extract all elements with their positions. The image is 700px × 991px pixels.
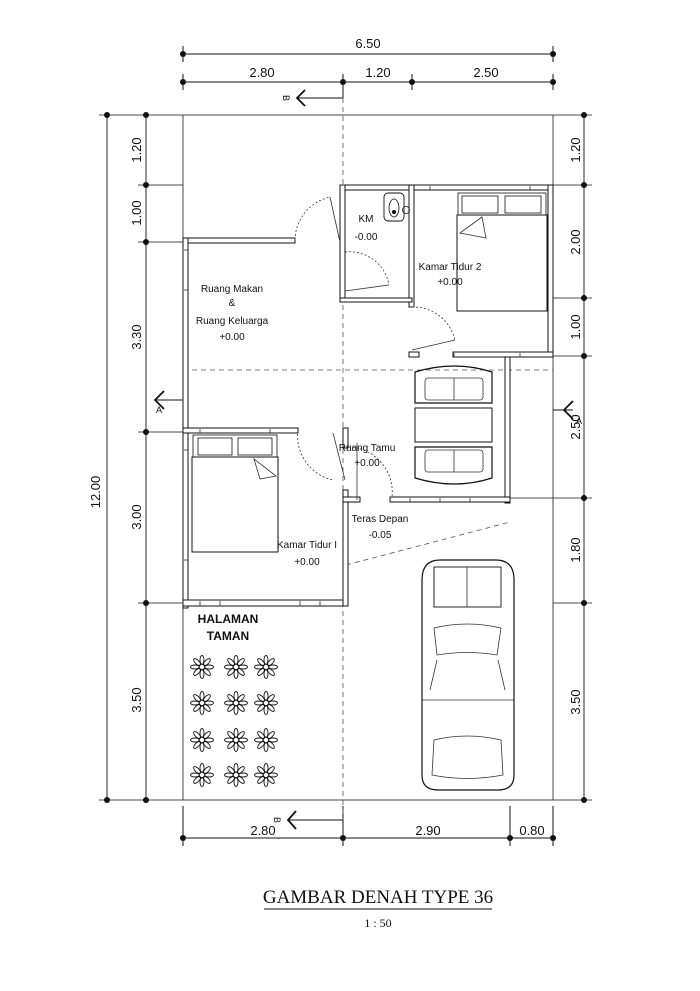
shrub-icon [224, 655, 248, 679]
right-dim-segment-1: 1.20 [568, 137, 583, 162]
section-a-label: A [156, 405, 162, 415]
top-dim-segment-2: 1.20 [365, 65, 390, 80]
bed-kamar-tidur-2 [456, 192, 548, 312]
right-dim-segment-5: 1.80 [568, 537, 583, 562]
section-mark-b-bottom: B [272, 810, 343, 830]
ruang-tamu-label: Ruang Tamu [339, 443, 396, 454]
kamar-tidur-1-level: +0.00 [294, 557, 320, 568]
garden-plants [190, 655, 278, 787]
building-walls [182, 184, 554, 609]
left-dim-segment-5: 3.50 [129, 687, 144, 712]
top-total-dimension: 6.50 [355, 36, 380, 51]
teras-depan-level: -0.05 [369, 530, 392, 541]
shrub-icon [190, 655, 214, 679]
shrub-icon [254, 655, 278, 679]
left-dim-segment-4: 3.00 [129, 504, 144, 529]
bottom-dimensions: 2.80 2.90 0.80 [180, 806, 556, 846]
km-level: -0.00 [355, 232, 378, 243]
ruang-makan-level: +0.00 [219, 332, 245, 343]
shrub-icon [224, 691, 248, 715]
shrub-icon [224, 763, 248, 787]
left-dim-segment-1: 1.20 [129, 137, 144, 162]
toilet-fixtures [383, 192, 410, 222]
shrub-icon [254, 728, 278, 752]
left-dim-segment-2: 1.00 [129, 200, 144, 225]
km-label: KM [359, 214, 374, 225]
taman-label: TAMAN [207, 629, 249, 643]
left-dimensions: 12.00 1.20 1.00 3.30 3.00 3.50 [88, 112, 183, 803]
shrub-icon [224, 728, 248, 752]
shrub-icon [254, 691, 278, 715]
section-mark-b-top: B [281, 89, 343, 107]
halaman-label: HALAMAN [198, 612, 259, 626]
living-room-furniture [414, 365, 493, 485]
section-mark-a-right: A [553, 400, 582, 426]
right-dim-segment-3: 1.00 [568, 314, 583, 339]
drawing-scale: 1 : 50 [364, 916, 391, 930]
section-a-label-right: A [576, 416, 582, 426]
section-mark-a-left: A [153, 390, 183, 415]
shrub-icon [254, 763, 278, 787]
teras-depan-label: Teras Depan [352, 514, 409, 525]
ruang-tamu-level: +0.00 [354, 458, 380, 469]
kamar-tidur-2-label: Kamar Tidur 2 [419, 262, 482, 273]
bottom-dim-segment-1: 2.80 [250, 823, 275, 838]
ruang-keluarga-label: Ruang Keluarga [196, 316, 269, 327]
bed-kamar-tidur-1 [191, 434, 279, 553]
section-b-label: B [281, 95, 291, 101]
top-dimensions: 6.50 2.80 1.20 2.50 [180, 36, 556, 98]
section-b-label-bottom: B [272, 817, 282, 823]
right-dim-segment-6: 3.50 [568, 689, 583, 714]
kamar-tidur-2-level: +0.00 [437, 277, 463, 288]
shrub-icon [190, 763, 214, 787]
right-dim-segment-2: 2.00 [568, 229, 583, 254]
car-icon [421, 559, 515, 791]
top-dim-segment-3: 2.50 [473, 65, 498, 80]
kamar-tidur-1-label: Kamar Tidur I [277, 540, 337, 551]
top-dim-segment-1: 2.80 [249, 65, 274, 80]
bottom-dim-segment-3: 0.80 [519, 823, 544, 838]
room-labels: KM -0.00 Kamar Tidur 2 +0.00 Ruang Makan… [196, 214, 482, 643]
drawing-title-block: GAMBAR DENAH TYPE 36 1 : 50 [263, 887, 493, 930]
shrub-icon [190, 691, 214, 715]
ruang-makan-ampersand: & [229, 298, 236, 309]
drawing-title: GAMBAR DENAH TYPE 36 [263, 887, 493, 908]
shrub-icon [190, 728, 214, 752]
left-total-dimension: 12.00 [88, 476, 103, 509]
left-dim-segment-3: 3.30 [129, 324, 144, 349]
ruang-makan-label: Ruang Makan [201, 284, 263, 295]
right-dimensions: 1.20 2.00 1.00 2.50 1.80 3.50 [510, 112, 592, 803]
right-dim-segment-4: 2.50 [568, 414, 583, 439]
doors [294, 196, 456, 500]
bottom-dim-segment-2: 2.90 [415, 823, 440, 838]
